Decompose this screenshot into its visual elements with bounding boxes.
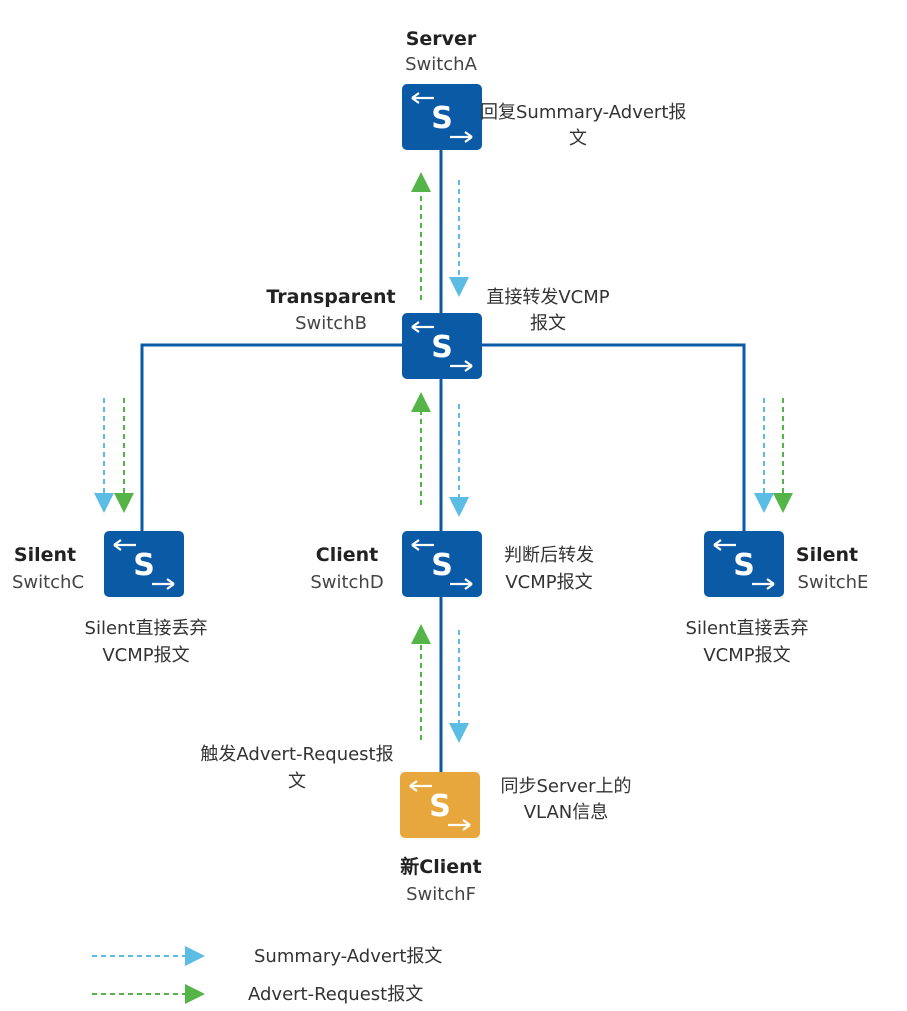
- switch-f-note-line2: VLAN信息: [524, 802, 609, 823]
- switch-d-role: Client: [316, 544, 378, 566]
- switch-a-device: SwitchA: [405, 54, 478, 75]
- switch-letter: S: [431, 548, 453, 583]
- switch-c-role: Silent: [14, 544, 76, 566]
- switch-a-note-line2: 文: [569, 128, 587, 149]
- switch-e-role: Silent: [796, 544, 858, 566]
- switch-c-note-line1: Silent直接丢弃: [85, 618, 208, 639]
- switch-a-note-line1: 回复Summary-Advert报: [480, 102, 686, 123]
- switch-icon: [402, 313, 482, 379]
- switch-f-device: SwitchF: [406, 884, 476, 905]
- switch-d-note-line2: VCMP报文: [505, 572, 592, 593]
- switch-icon: [402, 531, 482, 597]
- switch-letter: S: [431, 330, 453, 365]
- message-flows: [94, 172, 793, 743]
- switch-letter: S: [429, 789, 451, 824]
- link-b-e: [481, 343, 746, 533]
- switch-b-note-line2: 报文: [530, 313, 566, 334]
- switch-b-note-line1: 直接转发VCMP: [486, 287, 609, 308]
- switch-b: S: [402, 313, 482, 379]
- switch-e-device: SwitchE: [798, 572, 869, 593]
- switch-icon: [400, 772, 480, 838]
- trigger-note-line2: 文: [288, 771, 306, 792]
- switch-icon: [704, 531, 784, 597]
- legend-request-label: Advert-Request报文: [248, 984, 423, 1005]
- switch-a: S: [402, 84, 482, 150]
- switch-c-note-line2: VCMP报文: [102, 645, 189, 666]
- switch-c: S: [104, 531, 184, 597]
- switch-a-role: Server: [406, 28, 477, 50]
- legend: Summary-Advert报文 Advert-Request报文: [92, 946, 442, 1005]
- switch-d-device: SwitchD: [310, 572, 383, 593]
- switch-icon: [104, 531, 184, 597]
- switch-letter: S: [133, 548, 155, 583]
- trigger-note-line1: 触发Advert-Request报: [200, 744, 393, 765]
- link-b-c: [140, 343, 402, 533]
- switch-letter: S: [431, 101, 453, 136]
- switch-e-note-line1: Silent直接丢弃: [686, 618, 809, 639]
- switch-e-note-line2: VCMP报文: [703, 645, 790, 666]
- switch-d-note-line1: 判断后转发: [504, 545, 594, 566]
- links: [140, 148, 746, 774]
- switch-f-note-line1: 同步Server上的: [500, 776, 631, 797]
- switch-f: S: [400, 772, 480, 838]
- switch-icon: [402, 84, 482, 150]
- legend-summary-label: Summary-Advert报文: [254, 946, 442, 967]
- switch-letter: S: [733, 548, 755, 583]
- switch-f-role: 新Client: [400, 855, 481, 878]
- switch-b-role: Transparent: [266, 286, 395, 308]
- switch-e: S: [704, 531, 784, 597]
- switch-d: S: [402, 531, 482, 597]
- switch-c-device: SwitchC: [12, 572, 84, 593]
- switch-b-device: SwitchB: [295, 313, 367, 334]
